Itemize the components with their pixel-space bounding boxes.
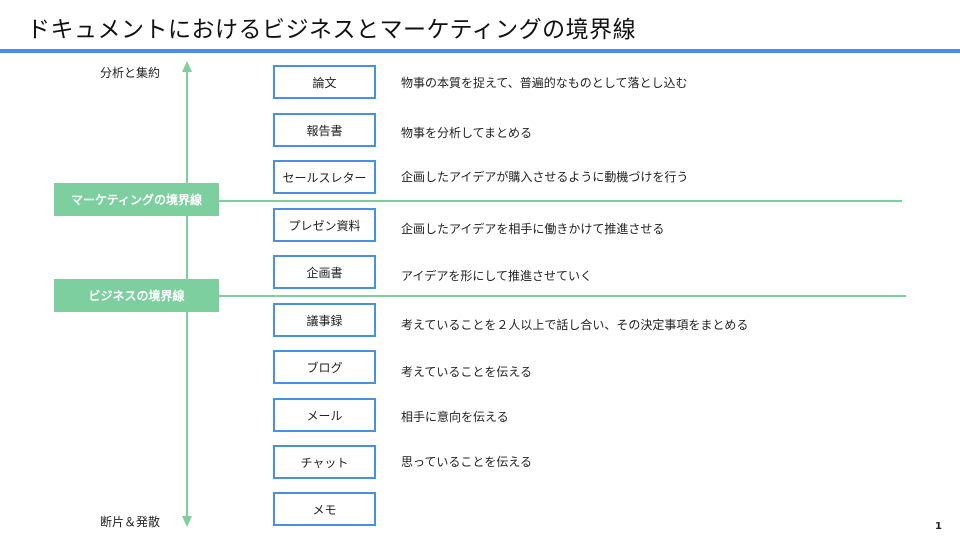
business-boundary-label: ビジネスの境界線 [54,279,219,312]
doc-box-houkokusho: 報告書 [273,113,376,147]
doc-desc-mail: 相手に意向を伝える [401,410,509,424]
doc-desc-blog: 考えていることを伝える [401,365,533,379]
business-boundary-line [219,295,906,297]
marketing-boundary-label: マーケティングの境界線 [54,183,219,216]
doc-desc-ronbun: 物事の本質を捉えて、普遍的なものとして落とし込む [401,76,688,90]
doc-box-chat: チャット [273,445,376,479]
axis-bottom-label: 断片＆発散 [100,515,161,529]
axis-top-label: 分析と集約 [100,66,161,80]
doc-box-ronbun: 論文 [273,65,376,99]
doc-desc-chat: 思っていることを伝える [401,455,533,469]
doc-box-blog: ブログ [273,350,376,384]
doc-box-mail: メール [273,398,376,432]
page-title: ドキュメントにおけるビジネスとマーケティングの境界線 [27,17,637,43]
title-underline [0,49,960,53]
arrow-up-icon [182,61,192,72]
doc-box-kikakusho: 企画書 [273,255,376,289]
doc-desc-sales-letter: 企画したアイデアが購入させるように動機づけを行う [401,170,689,184]
doc-box-sales-letter: セールスレター [273,160,376,194]
doc-desc-houkokusho: 物事を分析してまとめる [401,126,533,140]
doc-desc-kikakusho: アイデアを形にして推進させていく [401,269,593,283]
page-number: 1 [935,521,942,532]
doc-desc-presentation: 企画したアイデアを相手に働きかけて推進させる [401,222,665,236]
arrow-down-icon [182,516,192,527]
marketing-boundary-line [219,200,902,202]
doc-box-gijiroku: 議事録 [273,303,376,337]
doc-desc-gijiroku: 考えていることを２人以上で話し合い、その決定事項をまとめる [401,318,749,332]
doc-box-presentation: プレゼン資料 [273,208,376,242]
doc-box-memo: メモ [273,492,376,526]
